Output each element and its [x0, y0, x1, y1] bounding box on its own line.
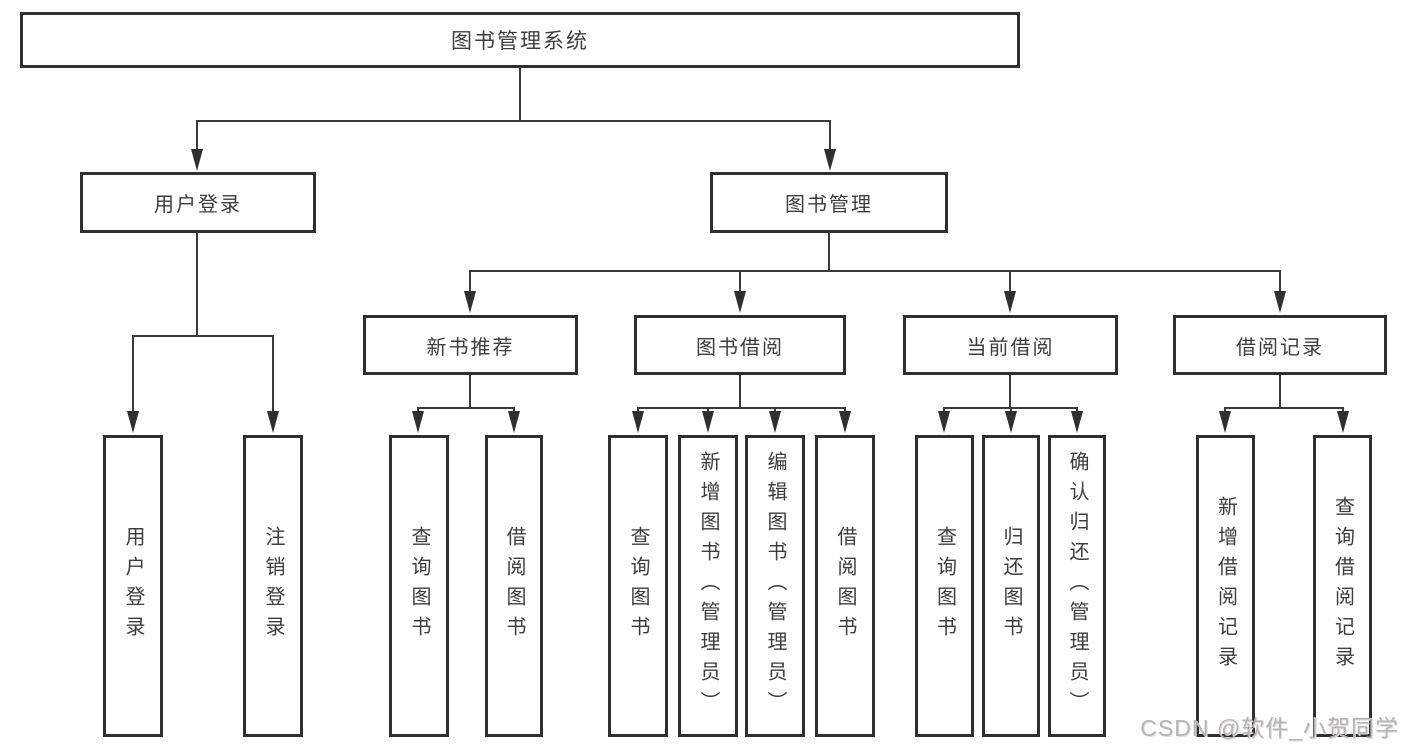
node-borrow-records: 借阅记录	[1173, 315, 1387, 375]
node-label: 图书借阅	[696, 336, 784, 359]
node-current-borrowing: 当前借阅	[903, 315, 1118, 375]
arrowhead-down-icon	[1004, 291, 1016, 313]
leaf-label: 借阅图书	[503, 526, 525, 646]
connector-drop-line	[739, 270, 741, 293]
connector-borrow-record-hline	[1224, 407, 1344, 409]
leaf-label: 查询图书	[933, 526, 956, 646]
leaf-label: 编辑图书（管理员）	[764, 451, 786, 721]
node-label: 图书管理系统	[451, 30, 589, 53]
connector-drop-line	[272, 335, 274, 413]
csdn-watermark: CSDN @软件_小贺同学	[1140, 715, 1399, 741]
leaf-label: 新增图书（管理员）	[697, 451, 719, 721]
connector-borrow-record-trunk	[1279, 375, 1281, 409]
leaf-query-books-recommend: 查询图书	[389, 435, 449, 737]
leaf-return-books: 归还图书	[982, 435, 1040, 737]
arrowhead-down-icon	[1274, 291, 1286, 313]
connector-drop-line	[196, 120, 198, 151]
leaf-confirm-return-admin: 确认归还（管理员）	[1048, 435, 1106, 737]
arrowhead-down-icon	[839, 411, 851, 433]
arrowhead-down-icon	[1219, 411, 1231, 433]
leaf-label: 查询借阅记录	[1331, 496, 1354, 676]
connector-root-trunk	[519, 68, 521, 121]
leaf-edit-books-admin: 编辑图书（管理员）	[745, 435, 805, 737]
node-label: 新书推荐	[426, 336, 515, 359]
arrowhead-down-icon	[734, 291, 746, 313]
arrowhead-down-icon	[191, 149, 203, 171]
connector-drop-line	[829, 120, 831, 151]
leaf-query-books-borrowing: 查询图书	[608, 435, 668, 737]
leaf-label: 确认归还（管理员）	[1066, 451, 1088, 721]
leaf-label: 查询图书	[627, 526, 649, 646]
leaf-label: 借阅图书	[834, 526, 856, 646]
connector-new-book-trunk	[469, 375, 471, 409]
node-label: 用户登录	[154, 194, 242, 216]
arrowhead-down-icon	[769, 411, 781, 433]
leaf-label: 查询图书	[408, 526, 430, 646]
leaf-add-borrow-record: 新增借阅记录	[1196, 435, 1255, 737]
node-label: 图书管理	[785, 194, 873, 216]
leaf-query-books-current: 查询图书	[915, 435, 974, 737]
arrowhead-down-icon	[938, 411, 950, 433]
node-label: 当前借阅	[966, 336, 1055, 359]
connector-book-mgmt-hline	[469, 270, 1281, 272]
connector-drop-line	[1009, 270, 1011, 293]
connector-book-borrow-hline	[637, 407, 846, 409]
leaf-user-login: 用户登录	[103, 435, 163, 737]
arrowhead-down-icon	[1337, 411, 1349, 433]
node-root-system: 图书管理系统	[20, 12, 1020, 68]
arrowhead-down-icon	[1005, 411, 1017, 433]
node-label: 借阅记录	[1236, 336, 1324, 359]
arrowhead-down-icon	[632, 411, 644, 433]
arrowhead-down-icon	[412, 411, 424, 433]
leaf-query-borrow-record: 查询借阅记录	[1313, 435, 1372, 737]
arrowhead-down-icon	[508, 411, 520, 433]
connector-drop-line	[469, 270, 471, 293]
node-book-management: 图书管理	[710, 172, 948, 233]
arrowhead-down-icon	[267, 411, 279, 433]
connector-book-borrow-trunk	[739, 375, 741, 409]
node-book-borrowing: 图书借阅	[634, 315, 846, 375]
connector-drop-line	[1279, 270, 1281, 293]
node-user-login: 用户登录	[80, 172, 316, 233]
leaf-logout: 注销登录	[243, 435, 303, 737]
connector-user-login-hline	[132, 335, 274, 337]
node-new-book-recommend: 新书推荐	[363, 315, 578, 375]
arrowhead-down-icon	[127, 411, 139, 433]
connector-drop-line	[132, 335, 134, 413]
connector-current-borrow-trunk	[1009, 375, 1011, 409]
connector-root-hline	[196, 120, 831, 122]
connector-user-login-trunk	[196, 233, 198, 336]
leaf-borrow-books-recommend: 借阅图书	[485, 435, 543, 737]
arrowhead-down-icon	[1071, 411, 1083, 433]
leaf-label: 新增借阅记录	[1214, 496, 1237, 676]
connector-new-book-hline	[417, 407, 515, 409]
leaf-borrow-books-borrowing: 借阅图书	[815, 435, 875, 737]
arrowhead-down-icon	[702, 411, 714, 433]
connector-book-mgmt-trunk	[828, 233, 830, 272]
leaf-label: 注销登录	[262, 526, 284, 646]
leaf-label: 归还图书	[1000, 526, 1022, 646]
arrowhead-down-icon	[464, 291, 476, 313]
leaf-label: 用户登录	[122, 526, 144, 646]
arrowhead-down-icon	[824, 149, 836, 171]
leaf-add-books-admin: 新增图书（管理员）	[678, 435, 738, 737]
